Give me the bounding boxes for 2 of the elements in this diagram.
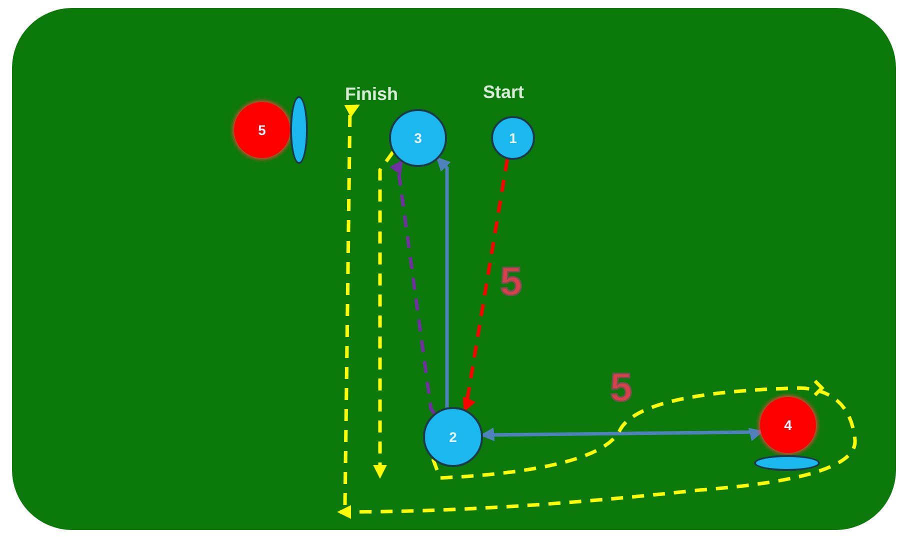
start-label: Start — [483, 82, 524, 102]
finish-label: Finish — [345, 84, 398, 104]
